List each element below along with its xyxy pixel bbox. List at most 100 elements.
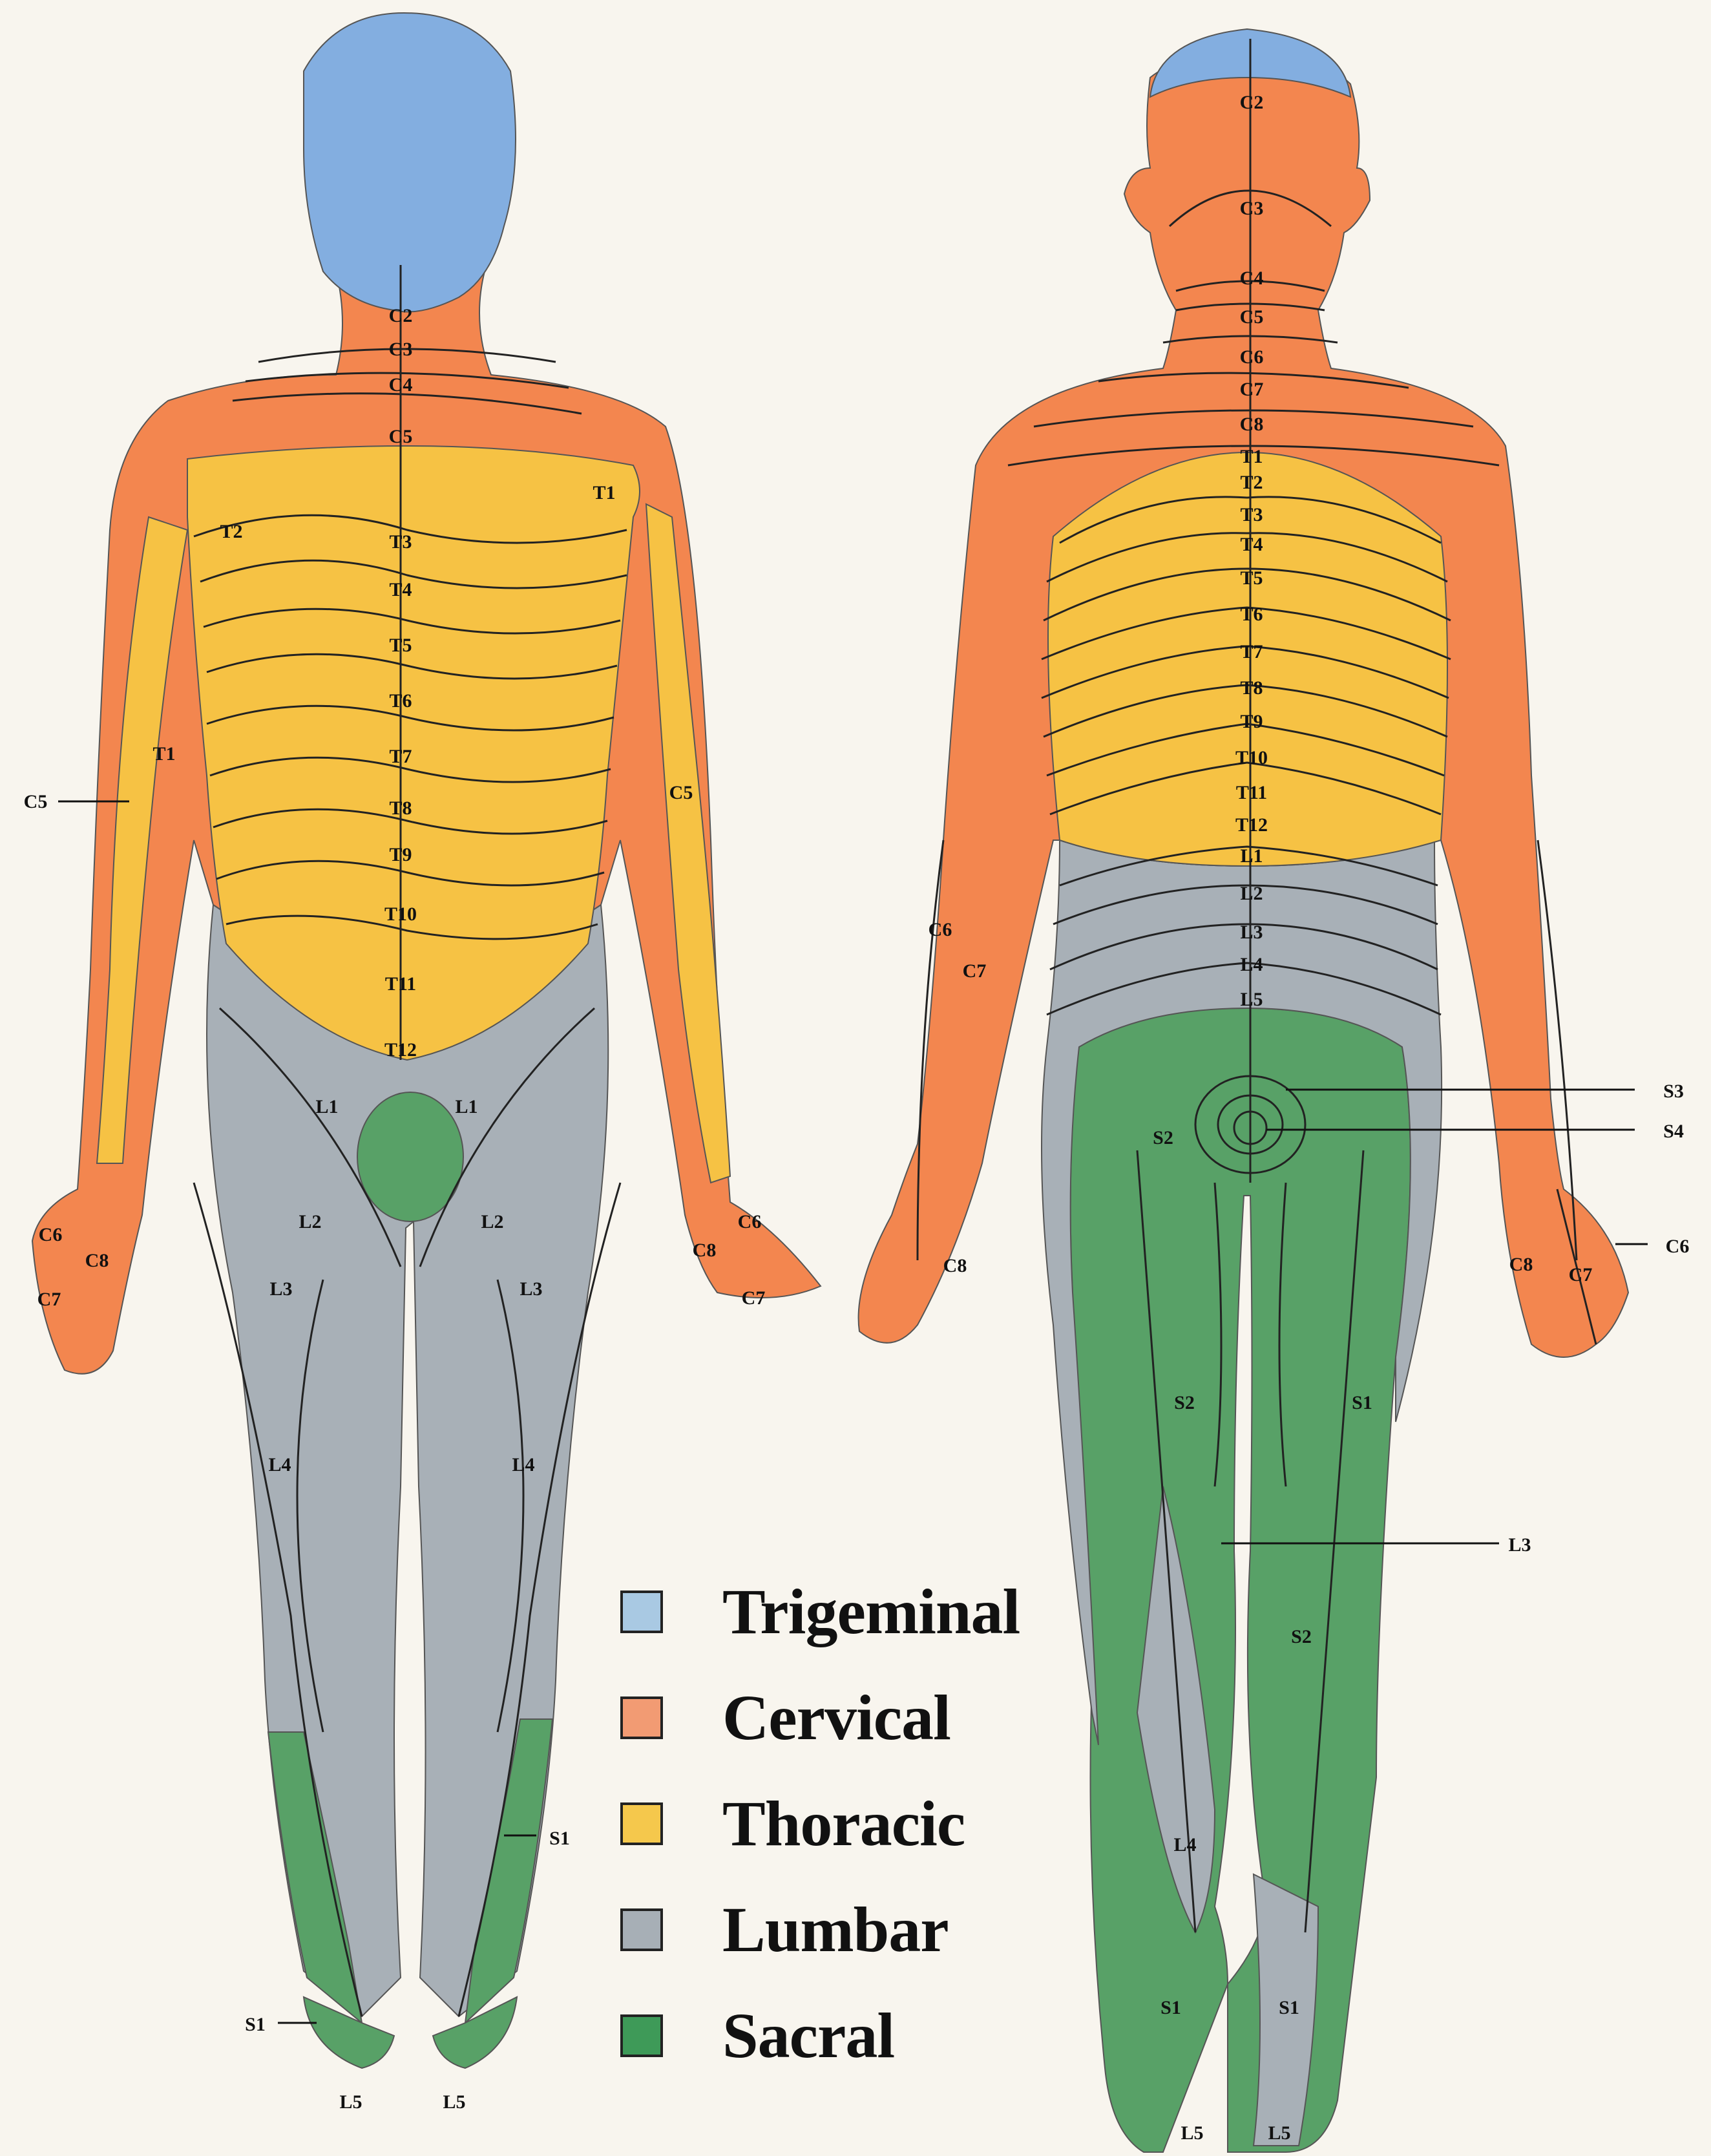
back-label-s2-buttock: S2 — [1153, 1127, 1173, 1148]
front-label-t5: T5 — [389, 635, 412, 656]
front-sacral-region — [267, 1092, 554, 2069]
front-label-c5-right: C5 — [669, 782, 693, 803]
legend-label-trigeminal: Trigeminal — [722, 1576, 1020, 1647]
back-label-t8: T8 — [1240, 677, 1263, 699]
back-label-c8-right: C8 — [1509, 1254, 1533, 1275]
back-label-t11: T11 — [1236, 782, 1267, 803]
back-label-c4: C4 — [1240, 268, 1264, 289]
front-genital-sacral-patch — [357, 1092, 464, 1222]
legend-swatch-sacral — [620, 2014, 663, 2057]
back-label-c6-arm: C6 — [929, 919, 952, 940]
back-label-c7-right: C7 — [1569, 1264, 1593, 1285]
back-label-c6: C6 — [1240, 346, 1264, 368]
front-label-l2-left: L2 — [299, 1211, 321, 1232]
back-label-t7: T7 — [1240, 641, 1263, 662]
back-sacral-region — [1069, 1007, 1411, 2153]
back-label-s2-thigh: S2 — [1174, 1392, 1195, 1413]
legend-label-cervical: Cervical — [722, 1682, 951, 1753]
back-pointer-lines — [1221, 1088, 1648, 1545]
back-label-t10: T10 — [1235, 747, 1268, 768]
front-label-t6: T6 — [389, 690, 412, 712]
front-label-l2-right: L2 — [481, 1211, 503, 1232]
back-label-c6-right: C6 — [1666, 1236, 1690, 1257]
back-label-t9: T9 — [1240, 711, 1263, 732]
front-label-t12: T12 — [384, 1039, 417, 1061]
front-label-l1-left: L1 — [315, 1096, 338, 1117]
legend-swatch-thoracic — [620, 1802, 663, 1845]
front-label-t11: T11 — [385, 973, 416, 995]
front-pointer-lines — [58, 800, 536, 2024]
front-label-s1-left: S1 — [245, 2014, 266, 2035]
front-label-t2: T2 — [220, 521, 242, 542]
back-label-l5-right: L5 — [1268, 2122, 1290, 2144]
back-labels: C2 C3 C4 C5 C6 C7 C8 T1 T2 T3 T4 T5 T6 T… — [929, 92, 1690, 2144]
back-dermatome-lines — [916, 39, 1597, 1933]
front-labels: C2 C3 C4 C5 T1 T2 T3 T4 T5 T6 T7 T8 T9 T… — [24, 305, 766, 2113]
front-label-c2: C2 — [389, 305, 413, 326]
front-label-s1-right: S1 — [549, 1828, 570, 1849]
front-label-c6-right: C6 — [738, 1211, 762, 1232]
back-label-s1-left: S1 — [1160, 1997, 1181, 2018]
back-label-c8-left: C8 — [943, 1255, 967, 1276]
front-dermatome-lines — [193, 265, 627, 2017]
back-label-c3: C3 — [1240, 198, 1264, 219]
front-label-c4: C4 — [389, 374, 413, 396]
front-label-l3-right: L3 — [520, 1278, 542, 1300]
front-view — [31, 12, 822, 2069]
back-label-t2: T2 — [1240, 472, 1263, 493]
legend-label-sacral: Sacral — [722, 2000, 895, 2071]
legend-item-trigeminal: Trigeminal — [620, 1559, 1111, 1665]
back-label-c7: C7 — [1240, 379, 1264, 400]
legend-swatch-lumbar — [620, 1908, 663, 1951]
front-label-t8: T8 — [389, 798, 412, 819]
front-label-c5-left: C5 — [24, 791, 48, 812]
front-label-c8-left: C8 — [85, 1250, 109, 1271]
front-label-l4-right: L4 — [512, 1454, 534, 1475]
back-label-t6: T6 — [1240, 604, 1263, 625]
back-label-t4: T4 — [1240, 534, 1263, 555]
legend-label-thoracic: Thoracic — [722, 1788, 965, 1859]
front-label-t1-arm: T1 — [152, 743, 175, 765]
legend-item-cervical: Cervical — [620, 1665, 1111, 1771]
front-label-t4: T4 — [389, 579, 412, 600]
back-label-t3: T3 — [1240, 504, 1263, 525]
front-label-c7-left: C7 — [37, 1289, 61, 1310]
back-label-l1: L1 — [1240, 845, 1263, 867]
legend-swatch-trigeminal — [620, 1591, 663, 1633]
legend-swatch-cervical — [620, 1696, 663, 1739]
front-label-l4-left: L4 — [268, 1454, 291, 1475]
back-label-s2-calf: S2 — [1291, 1626, 1312, 1647]
front-label-c7-right: C7 — [742, 1287, 766, 1309]
back-view — [857, 28, 1648, 2153]
front-label-t3: T3 — [389, 531, 412, 553]
back-label-l5-left: L5 — [1181, 2122, 1203, 2144]
front-label-c8-right: C8 — [693, 1240, 717, 1261]
back-label-s1-thigh: S1 — [1352, 1392, 1372, 1413]
back-label-l4-calf: L4 — [1173, 1834, 1196, 1855]
back-label-t12: T12 — [1235, 814, 1268, 836]
front-label-c5: C5 — [389, 426, 413, 447]
front-trigeminal-region — [303, 12, 516, 313]
back-label-s1-right: S1 — [1279, 1997, 1299, 2018]
front-label-t10: T10 — [384, 904, 417, 925]
legend: Trigeminal Cervical Thoracic Lumbar Sacr… — [620, 1559, 1111, 2089]
back-label-s4: S4 — [1663, 1121, 1684, 1142]
front-label-l5-left: L5 — [339, 2091, 362, 2113]
back-label-s3: S3 — [1663, 1081, 1684, 1102]
back-lumbar-region — [1041, 839, 1443, 2146]
front-label-t7: T7 — [389, 746, 412, 767]
back-label-l4: L4 — [1240, 954, 1263, 975]
legend-item-lumbar: Lumbar — [620, 1877, 1111, 1983]
front-label-l3-left: L3 — [269, 1278, 292, 1300]
front-label-l5-right: L5 — [443, 2091, 465, 2113]
back-label-c5: C5 — [1240, 306, 1264, 328]
front-label-l1-right: L1 — [455, 1096, 478, 1117]
back-thoracic-region — [1047, 451, 1448, 867]
legend-item-sacral: Sacral — [620, 1983, 1111, 2089]
front-thoracic-region — [96, 445, 731, 1184]
back-label-l3-pointer: L3 — [1508, 1534, 1531, 1556]
back-label-t5: T5 — [1240, 567, 1263, 589]
legend-item-thoracic: Thoracic — [620, 1771, 1111, 1877]
front-label-t1-right: T1 — [593, 482, 615, 503]
